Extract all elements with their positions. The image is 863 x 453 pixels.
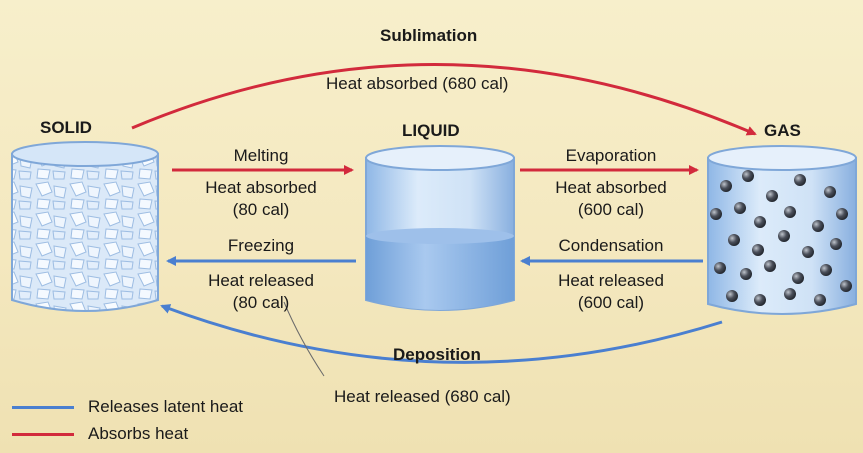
evaporation-label: Evaporation	[565, 146, 657, 165]
gas-beaker	[707, 145, 857, 315]
deposition-arrow	[160, 304, 723, 364]
melting-label: Melting	[233, 146, 289, 165]
gas-molecule	[754, 294, 766, 306]
gas-molecule	[742, 170, 754, 182]
gas-molecule	[802, 246, 814, 258]
melting-heat-line1: Heat absorbed	[205, 178, 317, 197]
gas-molecule	[820, 264, 832, 276]
gas-molecule	[836, 208, 848, 220]
gas-molecule	[714, 262, 726, 274]
gas-molecule	[764, 260, 776, 272]
evaporation-heat-line1: Heat absorbed	[555, 178, 667, 197]
legend-absorbs-label: Absorbs heat	[88, 424, 189, 443]
gas-molecule	[728, 234, 740, 246]
gas-molecule	[784, 288, 796, 300]
melting-heat-line2: (80 cal)	[232, 200, 290, 219]
condensation-heat-line1: Heat released	[558, 271, 664, 290]
gas-molecule	[812, 220, 824, 232]
gas-molecule	[778, 230, 790, 242]
pointer-line	[283, 301, 325, 377]
freezing-heat-line1: Heat released	[208, 271, 314, 290]
solid-beaker	[11, 141, 159, 312]
gas-molecule	[754, 216, 766, 228]
legend-absorbs-swatch	[12, 433, 74, 436]
gas-molecule	[740, 268, 752, 280]
liquid-beaker	[365, 145, 515, 311]
gas-molecule	[814, 294, 826, 306]
freezing-heat-line2: (80 cal)	[232, 293, 290, 312]
condensation-heat-line2: (600 cal)	[577, 293, 645, 312]
gas-molecule	[824, 186, 836, 198]
gas-molecule	[726, 290, 738, 302]
gas-molecule	[720, 180, 732, 192]
sublimation-heat: Heat absorbed (680 cal)	[326, 74, 509, 93]
sublimation-label: Sublimation	[380, 26, 478, 45]
freezing-label: Freezing	[227, 236, 295, 255]
gas-molecules	[710, 170, 852, 306]
deposition-label: Deposition	[393, 345, 481, 364]
liquid-label: LIQUID	[402, 121, 460, 140]
gas-molecule	[840, 280, 852, 292]
evaporation-heat-line2: (600 cal)	[577, 200, 645, 219]
sublimation-arrow	[131, 63, 757, 136]
gas-molecule	[792, 272, 804, 284]
gas-molecule	[830, 238, 842, 250]
legend-releases-label: Releases latent heat	[88, 397, 243, 416]
legend-releases-swatch	[12, 406, 74, 409]
gas-molecule	[734, 202, 746, 214]
solid-label: SOLID	[40, 118, 92, 137]
gas-molecule	[710, 208, 722, 220]
gas-molecule	[766, 190, 778, 202]
deposition-heat: Heat released (680 cal)	[334, 387, 511, 406]
gas-molecule	[784, 206, 796, 218]
gas-molecule	[752, 244, 764, 256]
gas-molecule	[794, 174, 806, 186]
condensation-label: Condensation	[558, 236, 664, 255]
gas-label: GAS	[764, 121, 801, 140]
